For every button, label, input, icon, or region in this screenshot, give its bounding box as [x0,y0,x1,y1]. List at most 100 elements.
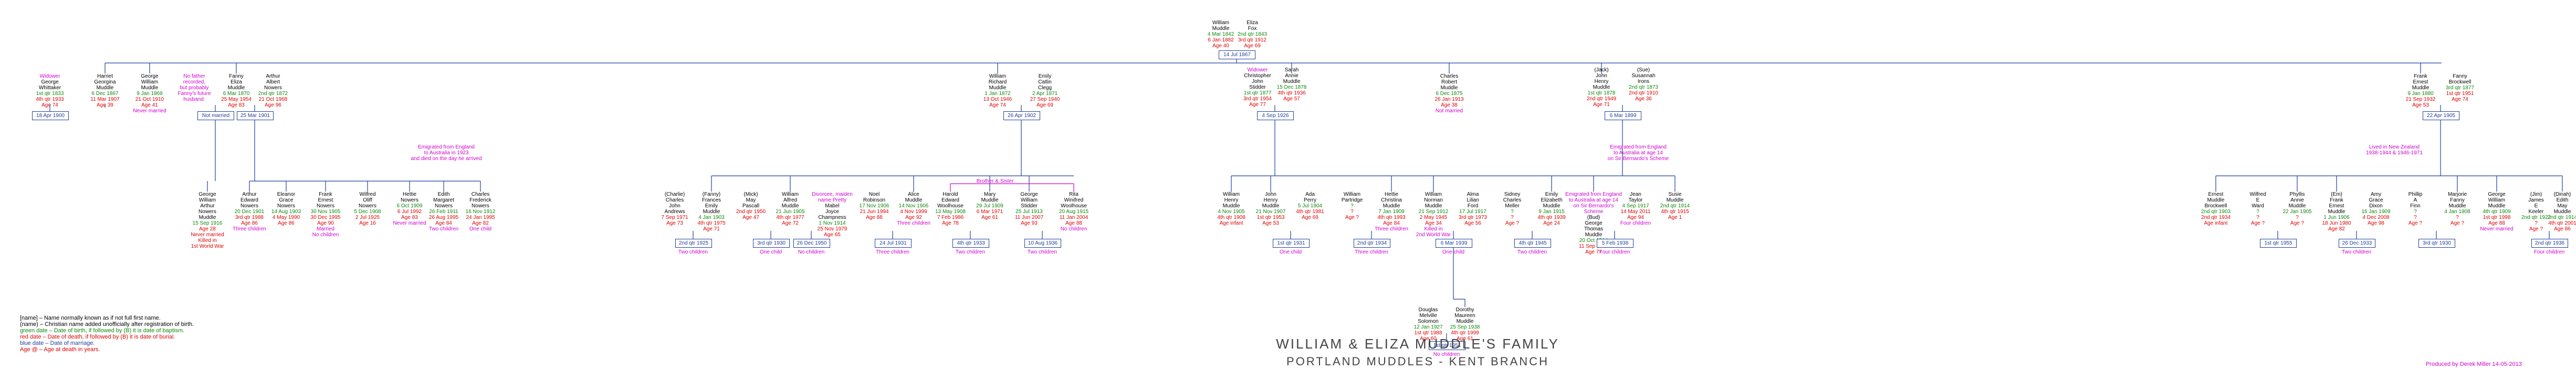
person-birth: 1st qtr 1833 [36,91,64,97]
person-name: Hettie Christina Muddle [1381,192,1402,209]
person-death: ? [1350,209,1354,215]
person-death: 1st qtr 1988 [1414,330,1442,336]
person-age: Age 82 [2328,226,2345,232]
marriage-box-m_sidney: 4th qtr 1945 [1514,239,1551,248]
annotation-note_children_harold: Two children [955,249,986,255]
person-note2: Never married [2480,226,2514,232]
person-death: 18 Jun 1980 [2322,220,2351,226]
person-age: Age 90 [317,220,334,226]
person-birth: 15 Sep 1916 [192,220,223,226]
person-name: Frank Ernest Muddle [2412,73,2430,91]
person-age: Age 56 [1464,220,1481,226]
person-note2: Four children [1620,220,1651,226]
person-death: ? [2256,215,2259,220]
person-age: Age 71 [703,226,720,232]
person-death: 1st qtr 1953 [1256,215,1285,220]
person-age: Age 74 [2452,97,2468,102]
annotation-note_children_charlie: Two children [678,249,708,255]
person-name: Noel Robinson [863,192,886,203]
person-birth: 25 Sep 1938 [1450,324,1480,330]
annotation-note_children_hettie: Three children [1355,249,1388,255]
person-name: (Dinah) Edith May Muddle [2553,192,2571,215]
person-birth: 4 Nov 1905 [1218,209,1245,215]
marriage-box-m_charlie: 2nd qtr 1925 [675,239,712,248]
person-birth: 3rd qtr 1877 [2446,85,2474,91]
person-age: Never married Killed in 1st World War [191,232,224,249]
person-age: Age 94 [1627,215,1644,220]
person-age: Age 84 [435,220,452,226]
person-name: Charles Robert Muddle [1440,73,1459,91]
person-birth: 17 Nov 1906 [859,203,889,209]
person-death: 14 May 2011 [1620,209,1651,215]
person-age: Age ? [2250,220,2265,226]
person-birth: 4 Jan 1903 [698,215,725,220]
legend-entry: red date – Date of death, if followed by… [20,334,175,340]
person-name: Dorothy Maureen Muddle [1454,307,1475,324]
person-death: 11 Mar 1907 [90,97,120,102]
person-death: 4th qtr 1977 [776,215,804,220]
person-birth: 14 Aug 1903 [271,209,301,215]
person-note2: No children [1060,226,1087,232]
person-birth: 15 Dec 1878 [1276,85,1307,90]
person-birth: 6 Mar 1870 [223,91,250,97]
marriage-box-m_jim: 2nd qtr 1936 [2531,239,2568,248]
person-name: Ernest Muddle Brockwell [2204,192,2227,209]
person-birth: 13 May 1908 [935,209,966,215]
person-age: Age 53 [2412,102,2429,108]
person-age: Age 77 [1249,102,1266,108]
annotation-note_children_douglas: No children [1433,352,1460,357]
marriage-box-m_wilfred: 1st qtr 1955 [2260,239,2297,248]
person-death: 6 Jan 1882 [1208,37,1234,43]
person-name: John Henry Muddle [1262,192,1280,209]
marriage-box-m_john_ada: 1st qtr 1931 [1273,239,1310,248]
person-note: Emigrated from England to Australia at a… [1565,192,1622,215]
person-age: Age ? [2450,220,2465,226]
person-age: Age 41 [141,102,158,108]
person-death: 2nd qtr 1910 [1628,90,1659,96]
person-birth: 9 Jan 1869 [137,91,163,97]
marriage-box-m_sarah: 4 Sep 1926 [1257,111,1294,120]
person-death: ? [1511,215,1514,220]
person-note2: Three children [233,226,266,232]
person-birth: 1 Jan 1872 [985,91,1011,97]
person-death: 21 Oct 1968 [258,97,288,102]
person-death: 1st qtr 1998 [2483,215,2511,220]
person-age: Age ? [2290,220,2305,226]
person-age: Age 69 [1244,43,1261,49]
person-name: William Norman Muddle [1424,192,1443,209]
person-death: 4th qtr 1936 [1277,90,1306,96]
person-name: Rita Winifred Woolhouse [1061,192,1087,209]
person-birth: 2nd qtr 1872 [258,91,288,97]
marriage-box-m_noel: 24 Jul 1931 [875,239,912,248]
person-name: Emily Catlin Clegg [1038,73,1052,91]
person-birth: 2nd qtr 1914 [2547,215,2576,220]
person-age: Age 39 [97,102,113,108]
person-death: 6 Jul 1992 [397,209,422,215]
person-age: Age 88 [1065,220,1082,226]
annotation-note_nz: Lived in New Zealand 1938-1944 & 1946-19… [2366,144,2423,156]
person-name: Mabel Joyce Champness [818,203,846,220]
legend-entry: blue date – Date of marriage. [20,340,95,346]
person-name: Sarah Annie Muddle [1283,67,1301,85]
person-name: Hettie Nowers [401,192,418,203]
